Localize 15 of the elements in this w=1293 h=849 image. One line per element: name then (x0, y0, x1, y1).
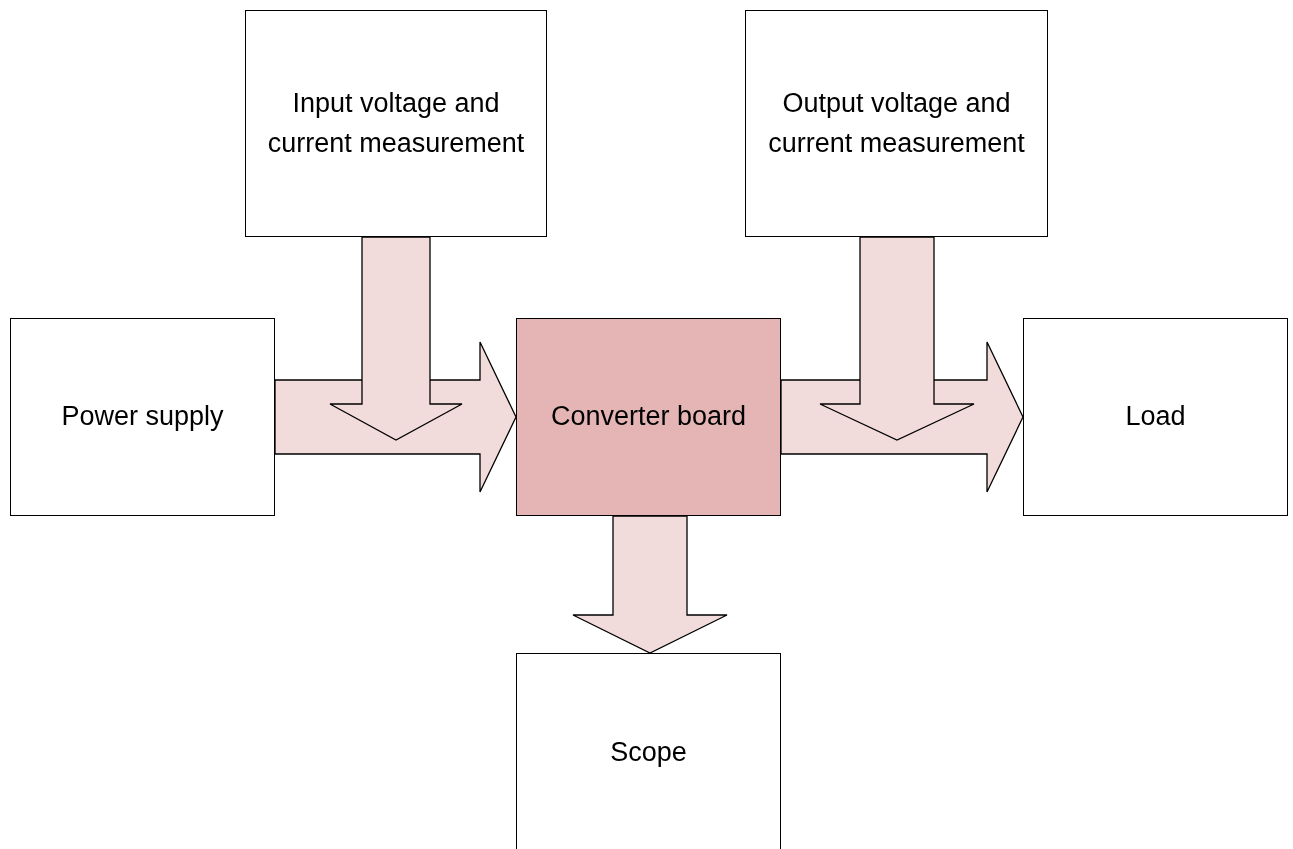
block-arrow (572, 515, 728, 654)
block-box (1023, 318, 1288, 516)
block-box (745, 10, 1048, 237)
box-label: Scope (609, 736, 688, 770)
block-arrow (329, 236, 463, 441)
block-box (516, 318, 781, 516)
block-box (10, 318, 275, 516)
block-box (516, 653, 781, 849)
box-label: Power supply (60, 400, 225, 434)
block-arrow (819, 236, 975, 441)
box-label: Load (1124, 400, 1187, 434)
box-label: Input voltage and current measurement (266, 87, 526, 160)
box-label: Output voltage and current measurement (767, 87, 1026, 160)
box-label: Converter board (549, 400, 748, 434)
block-box (245, 10, 547, 237)
